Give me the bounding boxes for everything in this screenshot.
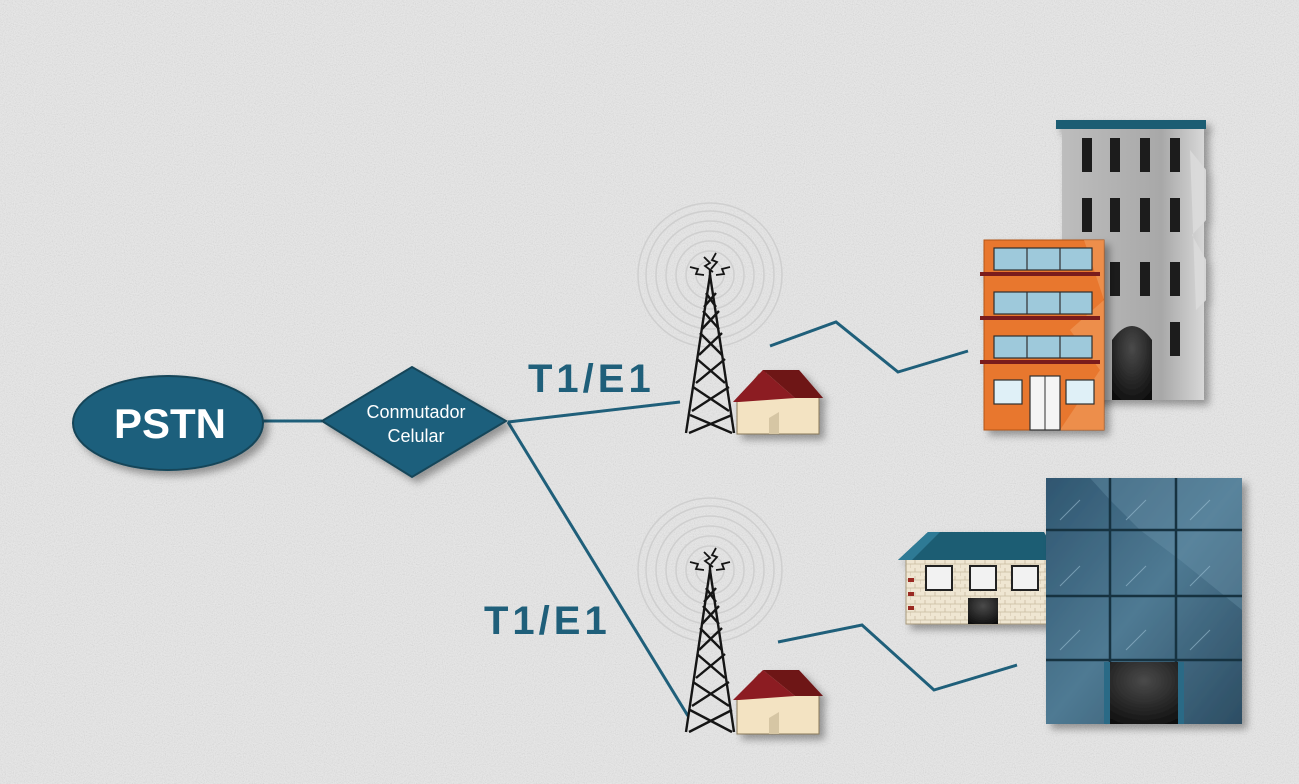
upper-trunk-link xyxy=(507,400,681,424)
connections xyxy=(262,320,1018,717)
lower-link-label: T1/E1 xyxy=(484,599,611,643)
upper-radio-link xyxy=(769,320,969,374)
glass-tower-icon xyxy=(1046,478,1242,724)
switch-label-line2: Celular xyxy=(387,426,444,446)
cell-tower-icon xyxy=(684,547,736,734)
switch-label-line1: Conmutador xyxy=(366,402,465,422)
cellular-switch-node[interactable]: Conmutador Celular xyxy=(320,365,508,479)
lower-trunk-link xyxy=(506,421,690,717)
equipment-shelter-icon xyxy=(733,370,823,435)
upper-link-label: T1/E1 xyxy=(528,357,655,401)
office-building-icon xyxy=(980,239,1105,431)
equipment-shelter-icon xyxy=(733,670,823,735)
pstn-label: PSTN xyxy=(114,400,226,447)
lower-radio-link xyxy=(777,623,1018,692)
cell-tower-icon xyxy=(684,252,736,435)
lower-cell-site xyxy=(637,497,783,734)
pstn-node[interactable]: PSTN xyxy=(72,375,264,471)
house-icon xyxy=(898,532,1060,625)
upper-cell-site xyxy=(637,202,783,435)
